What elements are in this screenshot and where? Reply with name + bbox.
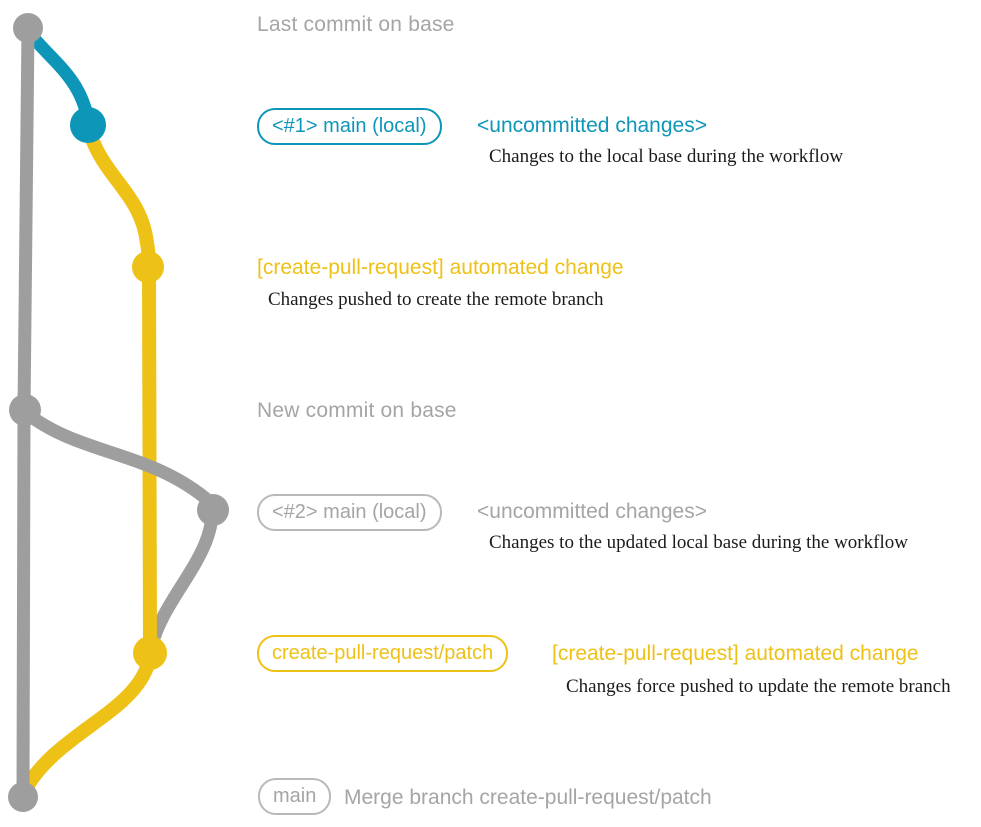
label-last-commit-on-base: Last commit on base — [257, 13, 455, 36]
desc-updated-local-base-changes: Changes to the updated local base during… — [489, 532, 908, 553]
commit-dot-new-base — [9, 394, 41, 426]
commit-dot-automated-2 — [133, 636, 167, 670]
commit-dot-local-1 — [70, 107, 106, 143]
branch-badge-main: main — [258, 778, 332, 815]
branch-line-rebase-lower — [144, 498, 219, 655]
note-uncommitted-changes-2: <uncommitted changes> — [477, 500, 707, 523]
commit-dot-last-base — [13, 13, 43, 43]
branch-line-new-base — [18, 405, 217, 509]
desc-force-pushed-update-remote: Changes force pushed to update the remot… — [566, 676, 951, 697]
label-new-commit-on-base: New commit on base — [257, 399, 457, 422]
commit-dot-local-2 — [197, 494, 229, 526]
branch-badge-create-pull-request-patch: create-pull-request/patch — [257, 635, 509, 672]
note-uncommitted-changes-1: <uncommitted changes> — [477, 114, 707, 137]
branch-badge-main-local-1: <#1> main (local) — [257, 108, 442, 145]
commit-dot-automated-1 — [132, 251, 164, 283]
branch-line-merge — [17, 649, 157, 799]
desc-pushed-create-remote: Changes pushed to create the remote bran… — [268, 289, 604, 310]
branch-line-uncommitted — [21, 24, 95, 127]
branch-badge-main-local-2: <#2> main (local) — [257, 494, 442, 531]
commit-message-automated-change-2: [create-pull-request] automated change — [552, 642, 919, 665]
commit-graph — [8, 13, 229, 812]
commit-message-automated-change-1: [create-pull-request] automated change — [257, 256, 624, 279]
commit-message-merge-branch: Merge branch create-pull-request/patch — [344, 786, 712, 809]
branch-line-patch — [81, 120, 157, 657]
commit-dot-merge — [8, 782, 38, 812]
desc-local-base-changes: Changes to the local base during the wor… — [489, 146, 844, 167]
